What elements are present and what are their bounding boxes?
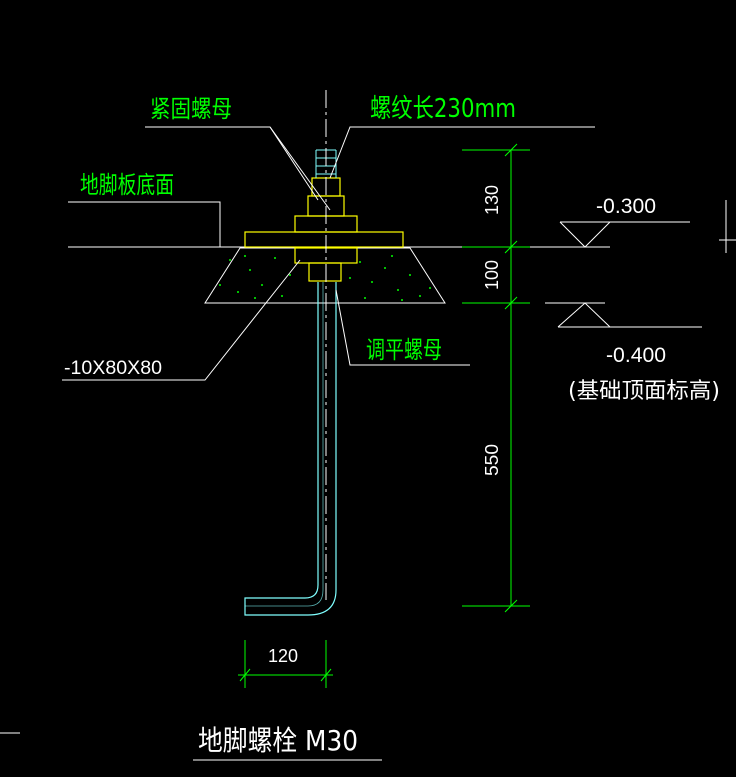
- dimension-120: 120: [268, 646, 298, 666]
- label-washer-plate: -10X80X80: [64, 358, 162, 379]
- grout-hatch-dots: [219, 255, 431, 301]
- label-leveling-nut: 调平螺母: [366, 336, 442, 364]
- label-tight-nut: 紧固螺母: [150, 95, 232, 123]
- dimension-100: 100: [482, 260, 502, 290]
- elevation-top: -0.300: [596, 195, 656, 218]
- label-thread-length: 螺纹长230mm: [370, 94, 516, 124]
- elevation-marker-bottom: [545, 302, 702, 328]
- bolt-shank-inner: [245, 282, 324, 607]
- elevation-bottom: -0.400: [606, 344, 666, 367]
- drawing-title: 地脚螺栓 M30: [198, 724, 358, 757]
- vertical-dimension: [462, 143, 530, 613]
- elevation-marker-top: [559, 221, 690, 248]
- elevation-bottom-note: (基础顶面标高): [568, 379, 720, 404]
- dimension-130: 130: [482, 185, 502, 215]
- hook-dimension: [238, 640, 333, 688]
- label-base-plate-bottom: 地脚板底面: [80, 171, 174, 199]
- grout-pad: [204, 247, 446, 304]
- bolt-shank: [244, 282, 337, 616]
- dimension-550: 550: [482, 444, 502, 476]
- base-plate: [244, 231, 404, 248]
- leader-lines: [62, 126, 595, 381]
- leveling-nut: [308, 262, 342, 282]
